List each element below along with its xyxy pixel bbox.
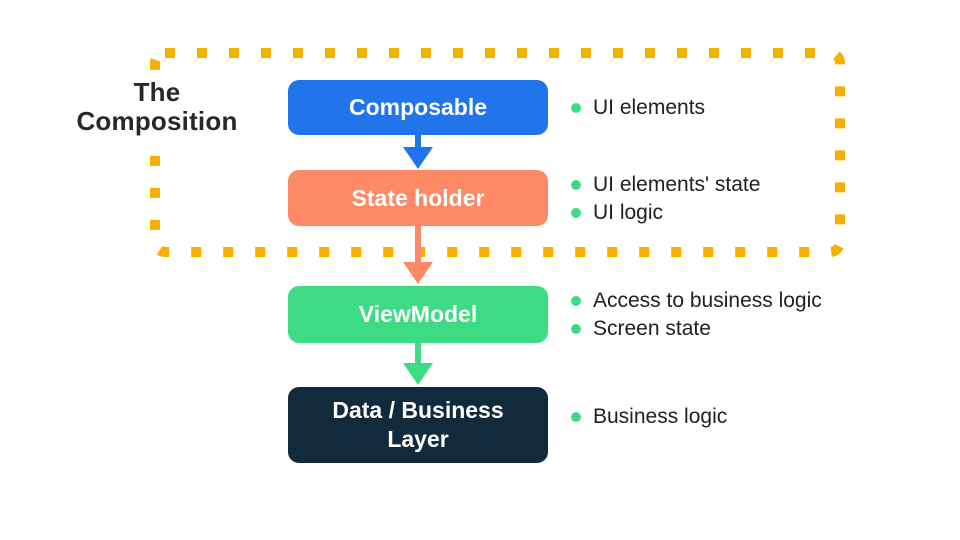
down-arrow-composable-to-stateholder-icon [403, 134, 433, 169]
bullet-item: Screen state [570, 315, 822, 343]
diagram-title-line1: The [133, 77, 181, 107]
bullet-list-composable: UI elements [570, 94, 705, 122]
layer-box-state-holder: State holder [288, 170, 548, 226]
layer-label-data-business-layer: Data / Business Layer [332, 397, 504, 452]
layer-label-state-holder: State holder [351, 184, 485, 211]
layer-label-viewmodel: ViewModel [358, 301, 478, 328]
layer-label-composable: Composable [348, 94, 488, 121]
bullet-item: Access to business logic [570, 287, 822, 315]
bullet-list-viewmodel: Access to business logic Screen state [570, 287, 822, 343]
layer-box-composable: Composable [288, 80, 548, 135]
layer-box-data-business-layer: Data / Business Layer [288, 387, 548, 463]
bullet-item: UI logic [570, 199, 760, 227]
down-arrow-viewmodel-to-datalayer-icon [403, 343, 433, 385]
bullet-item: UI elements' state [570, 171, 760, 199]
diagram-title-line2: Composition [76, 106, 238, 136]
bullet-item: Business logic [570, 403, 727, 431]
bullet-list-data-business-layer: Business logic [570, 403, 727, 431]
bullet-item: UI elements [570, 94, 705, 122]
diagram-title: The Composition [45, 74, 269, 140]
layer-box-viewmodel: ViewModel [288, 286, 548, 343]
down-arrow-stateholder-to-viewmodel-icon [403, 226, 433, 284]
composition-dashed-border [150, 48, 845, 257]
bullet-list-state-holder: UI elements' state UI logic [570, 171, 760, 227]
